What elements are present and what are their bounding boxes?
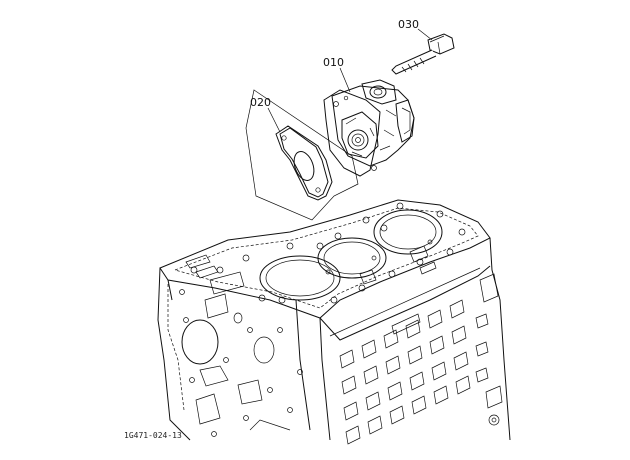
leader-lines: [267, 28, 433, 133]
drawing-id: 1G471-024-13: [124, 431, 182, 440]
callout-030: 030: [398, 18, 419, 31]
bolt-icon: [391, 33, 455, 75]
engine-block: [157, 199, 511, 445]
pump-icon: [323, 79, 415, 177]
mounting-plane-outline: [245, 89, 359, 221]
callout-020: 020: [250, 96, 271, 109]
callout-010: 010: [323, 56, 344, 69]
gasket-icon: [275, 125, 333, 201]
